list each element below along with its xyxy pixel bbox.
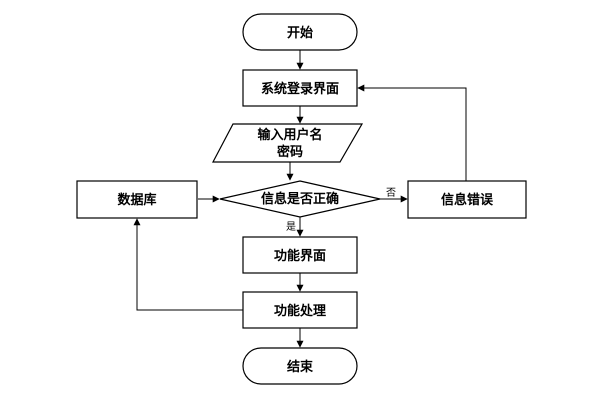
end-node: 结束 (242, 347, 358, 385)
input-label-line2: 密码 (276, 144, 303, 160)
decision-node: 信息是否正确 (219, 180, 381, 218)
input-label-line1: 输入用户名 (257, 127, 322, 143)
input-node: 输入用户名 密码 (212, 123, 364, 163)
start-label: 开始 (287, 25, 313, 41)
function-ui-node: 功能界面 (242, 236, 358, 274)
process-node: 功能处理 (242, 291, 358, 329)
start-node: 开始 (242, 13, 358, 51)
error-node: 信息错误 (407, 180, 527, 219)
process-label: 功能处理 (274, 303, 326, 319)
database-label: 数据库 (117, 192, 156, 208)
database-node: 数据库 (76, 180, 198, 219)
no-edge-label: 否 (386, 187, 396, 199)
arrow-process-to-database (133, 218, 243, 311)
end-label: 结束 (287, 359, 314, 375)
arrow-error-to-login (357, 84, 467, 181)
login-node: 系统登录界面 (242, 69, 358, 107)
error-label: 信息错误 (441, 192, 494, 208)
decision-label: 信息是否正确 (261, 191, 339, 207)
yes-edge-label: 是 (286, 221, 296, 233)
login-label: 系统登录界面 (261, 81, 339, 97)
function-ui-label: 功能界面 (274, 248, 326, 264)
